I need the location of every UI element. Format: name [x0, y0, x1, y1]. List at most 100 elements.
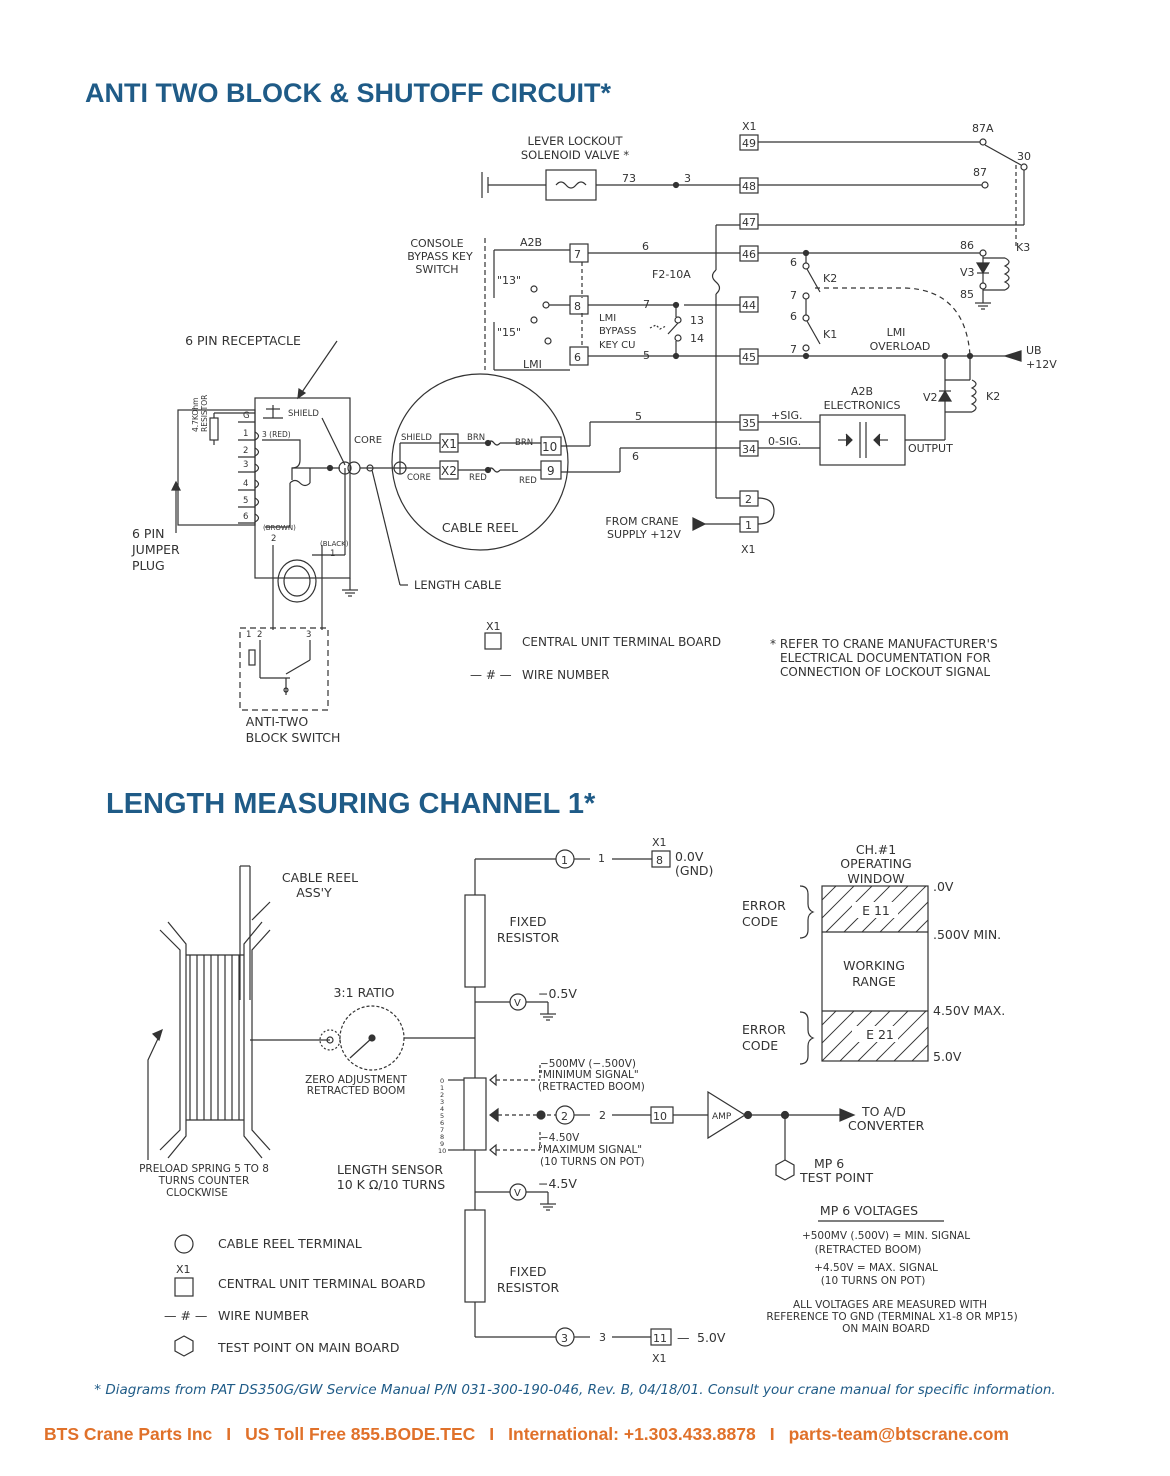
- svg-text:SHIELD: SHIELD: [288, 409, 319, 419]
- svg-text:10: 10: [653, 1110, 667, 1123]
- svg-text:JUMPER: JUMPER: [131, 542, 180, 557]
- svg-text:3: 3: [440, 1098, 444, 1106]
- svg-text:MP 6 VOLTAGES: MP 6 VOLTAGES: [820, 1203, 918, 1218]
- svg-text:REFERENCE TO GND (TERMINAL X1-: REFERENCE TO GND (TERMINAL X1-8 OR MP15): [766, 1311, 1017, 1323]
- svg-text:6: 6: [642, 240, 649, 253]
- svg-text:0: 0: [440, 1077, 444, 1085]
- svg-text:5: 5: [440, 1112, 444, 1120]
- svg-text:3: 3: [243, 460, 248, 470]
- svg-text:UB: UB: [1026, 344, 1042, 357]
- svg-text:4: 4: [440, 1105, 444, 1113]
- svg-text:ON MAIN BOARD: ON MAIN BOARD: [842, 1323, 930, 1335]
- svg-text:ANTI-TWO: ANTI-TWO: [246, 714, 309, 729]
- svg-text:X2: X2: [441, 464, 457, 478]
- svg-text:X1: X1: [741, 543, 756, 556]
- svg-text:2: 2: [599, 1109, 606, 1122]
- svg-text:1: 1: [330, 549, 335, 559]
- svg-text:4.50V MAX.: 4.50V MAX.: [933, 1003, 1005, 1018]
- svg-text:BYPASS KEY: BYPASS KEY: [407, 250, 473, 263]
- svg-text:OUTPUT: OUTPUT: [908, 442, 953, 455]
- svg-text:7: 7: [790, 289, 797, 302]
- svg-text:— # —: — # —: [470, 668, 512, 682]
- svg-text:BRN: BRN: [515, 438, 533, 448]
- svg-text:6 PIN: 6 PIN: [132, 526, 165, 541]
- footer-separator: I: [769, 1424, 775, 1444]
- svg-text:CONVERTER: CONVERTER: [848, 1118, 925, 1133]
- svg-text:1: 1: [440, 1084, 444, 1092]
- svg-text:A2B: A2B: [851, 385, 873, 398]
- svg-text:ASS'Y: ASS'Y: [296, 885, 332, 900]
- svg-text:85: 85: [960, 288, 974, 301]
- svg-text:(BROWN): (BROWN): [263, 524, 296, 532]
- svg-text:2: 2: [257, 630, 262, 640]
- svg-text:TEST POINT ON MAIN BOARD: TEST POINT ON MAIN BOARD: [217, 1340, 399, 1355]
- svg-text:"MINIMUM SIGNAL": "MINIMUM SIGNAL": [538, 1069, 639, 1081]
- svg-text:7: 7: [574, 248, 581, 261]
- svg-text:13: 13: [690, 314, 704, 327]
- svg-text:V2: V2: [923, 391, 938, 404]
- svg-text:OVERLOAD: OVERLOAD: [870, 340, 931, 353]
- svg-text:9: 9: [547, 464, 555, 478]
- svg-text:K2: K2: [986, 390, 1000, 403]
- svg-text:CORE: CORE: [407, 473, 431, 483]
- footer-email-link[interactable]: parts-team@btscrane.com: [788, 1424, 1009, 1444]
- footer-separator: I: [489, 1424, 495, 1444]
- svg-text:3 (RED): 3 (RED): [262, 430, 291, 439]
- svg-text:X1: X1: [176, 1263, 191, 1276]
- svg-text:PRELOAD SPRING 5 TO 8: PRELOAD SPRING 5 TO 8: [139, 1163, 269, 1175]
- svg-text:1: 1: [745, 519, 752, 532]
- svg-text:48: 48: [742, 180, 756, 193]
- svg-text:CENTRAL UNIT TERMINAL BOARD: CENTRAL UNIT TERMINAL BOARD: [522, 635, 721, 649]
- footer-separator: I: [226, 1424, 232, 1444]
- svg-text:3: 3: [599, 1331, 606, 1344]
- svg-text:RESISTOR: RESISTOR: [200, 395, 209, 432]
- svg-text:"13": "13": [497, 274, 521, 287]
- svg-text:2: 2: [440, 1091, 444, 1099]
- svg-text:44: 44: [742, 299, 756, 312]
- svg-text:6: 6: [790, 310, 797, 323]
- svg-text:LMI: LMI: [599, 313, 616, 324]
- svg-text:CABLE REEL: CABLE REEL: [282, 870, 358, 885]
- svg-text:BLOCK SWITCH: BLOCK SWITCH: [246, 730, 341, 745]
- svg-text:KEY CU: KEY CU: [599, 340, 635, 351]
- svg-text:10: 10: [438, 1147, 446, 1155]
- svg-text:2: 2: [243, 446, 248, 456]
- svg-text:CONNECTION OF LOCKOUT SIGNAL: CONNECTION OF LOCKOUT SIGNAL: [780, 665, 990, 679]
- length-channel-diagram: CABLE REEL ASS'Y PRELOAD SPRING 5 TO 8 T…: [139, 836, 1018, 1365]
- svg-text:BYPASS: BYPASS: [599, 326, 636, 337]
- svg-text:3:1 RATIO: 3:1 RATIO: [333, 985, 394, 1000]
- svg-text:RESISTOR: RESISTOR: [497, 930, 560, 945]
- svg-text:6: 6: [440, 1119, 444, 1127]
- svg-text:X1: X1: [742, 120, 757, 133]
- svg-text:11: 11: [653, 1332, 667, 1345]
- footer-tollfree: US Toll Free 855.BODE.TEC: [245, 1424, 476, 1444]
- svg-text:3: 3: [561, 1332, 568, 1345]
- svg-text:ELECTRICAL DOCUMENTATION FOR: ELECTRICAL DOCUMENTATION FOR: [780, 651, 991, 665]
- svg-text:7: 7: [440, 1126, 444, 1134]
- svg-text:(GND): (GND): [675, 863, 713, 878]
- svg-text:CONSOLE: CONSOLE: [410, 237, 463, 250]
- svg-text:—: —: [677, 1330, 690, 1345]
- a2b-circuit: LEVER LOCKOUT SOLENOID VALVE * 73 3 X1 4…: [131, 120, 1057, 745]
- svg-text:2: 2: [271, 534, 276, 544]
- svg-text:1: 1: [598, 852, 605, 865]
- svg-text:RED: RED: [469, 473, 487, 483]
- svg-text:E 21: E 21: [866, 1027, 894, 1042]
- svg-text:0-SIG.: 0-SIG.: [768, 435, 801, 448]
- svg-text:7: 7: [790, 343, 797, 356]
- svg-text:87: 87: [973, 166, 987, 179]
- svg-text:RANGE: RANGE: [852, 974, 896, 989]
- svg-text:CH.#1: CH.#1: [856, 842, 896, 857]
- svg-text:5.0V: 5.0V: [697, 1330, 726, 1345]
- svg-text:FROM CRANE: FROM CRANE: [605, 515, 678, 528]
- svg-text:5: 5: [635, 410, 642, 423]
- svg-text:10 K Ω/10 TURNS: 10 K Ω/10 TURNS: [337, 1177, 446, 1192]
- svg-text:AMP: AMP: [712, 1112, 732, 1122]
- section-title-a2b: ANTI TWO BLOCK & SHUTOFF CIRCUIT*: [85, 78, 611, 108]
- svg-text:TEST POINT: TEST POINT: [799, 1170, 873, 1185]
- svg-text:ERROR: ERROR: [742, 898, 786, 913]
- footer-international: International: +1.303.433.8878: [508, 1424, 756, 1444]
- svg-text:LMI: LMI: [523, 358, 542, 371]
- svg-text:X1: X1: [652, 836, 667, 849]
- svg-text:K3: K3: [1016, 241, 1030, 254]
